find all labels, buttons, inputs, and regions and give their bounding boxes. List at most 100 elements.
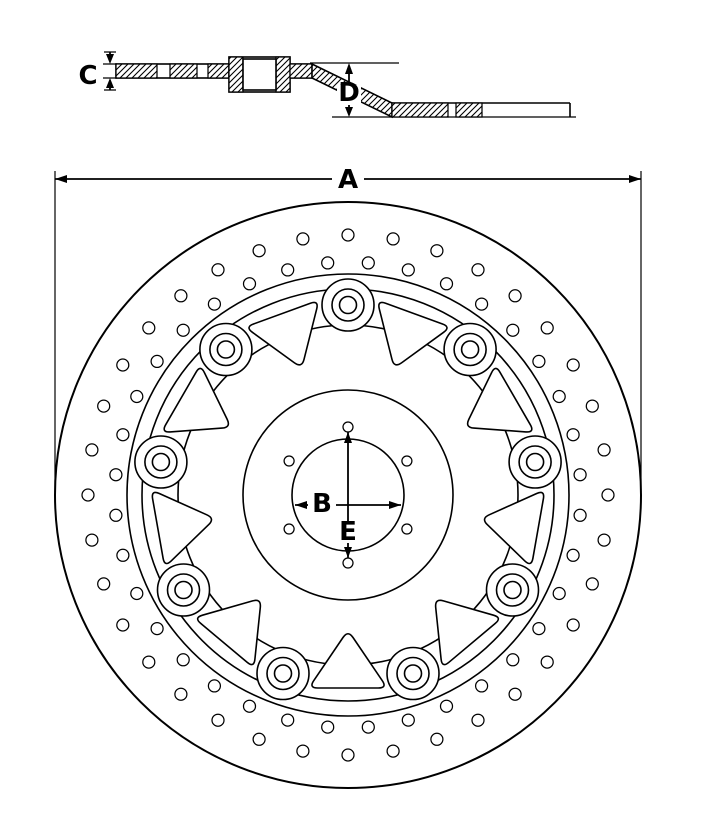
drill-hole [597,533,611,547]
drill-hole [601,488,615,502]
drill-hole [176,653,190,667]
drill-hole [540,655,554,669]
drill-hole [176,323,190,337]
section-hatch-segment [169,63,198,79]
drill-hole [361,720,375,734]
dim-c-extension-lines [103,63,117,79]
drill-hole [321,720,335,734]
dim-a-extension-lines [54,171,642,492]
drill-hole [439,699,454,713]
drill-hole [430,732,444,746]
dim-b-label-backdrop [308,491,336,516]
dim-a-arrowhead-left [55,175,67,183]
cross-section-view [115,56,576,119]
floating-button [266,656,300,691]
drill-hole [252,244,266,258]
floating-button-rivet [174,580,193,600]
drill-hole [573,468,587,482]
drill-hole [207,297,222,311]
hub-bolt-hole [401,455,413,467]
drill-hole [116,618,130,632]
floating-button [453,332,487,367]
drill-hole [585,577,599,591]
carrier-cutout [311,632,385,689]
floating-button [209,332,243,367]
drill-hole [81,488,95,502]
drill-hole [439,277,454,291]
drill-hole [401,713,415,727]
dim-label-e: E [339,517,357,547]
section-hatch-segment [207,63,230,79]
floating-button [331,288,365,322]
hub-bolt-hole [283,455,295,467]
drill-hole [506,323,520,337]
drill-hole [471,263,485,277]
dim-label-b: B [312,489,332,519]
dim-e-arrowhead-down [344,547,352,558]
floating-button [144,445,178,479]
section-hatch-segment [391,102,449,118]
dim-c-arrowhead-up [106,78,114,88]
floating-button-rivet [525,452,545,472]
drill-hole [508,687,522,701]
drill-hole [566,358,580,372]
drill-hole [116,428,130,442]
drill-hole [85,533,99,547]
drill-hole [281,263,295,277]
floating-button [166,573,201,607]
floating-button-rivet [273,664,293,683]
drill-hole [474,297,489,311]
carrier-cutout [248,301,318,366]
drill-hole [85,443,99,457]
drill-hole [211,263,225,277]
dim-e: E [337,432,360,558]
drill-hole [508,289,522,303]
dim-c: C [75,51,117,91]
dim-c-serifs [104,51,116,91]
dim-a-label-backdrop [332,167,364,191]
drill-hole [109,508,123,522]
dim-d: D [337,63,361,117]
drill-hole [506,653,520,667]
drill-hole [386,744,400,758]
carrier-cutout [378,301,448,366]
section-hatch-segment [289,63,313,79]
drill-hole [281,713,295,727]
drill-hole [211,713,225,727]
floating-button-rivet [460,340,480,359]
drill-hole [566,618,580,632]
drill-hole [341,228,355,242]
floating-button [495,573,530,607]
drill-hole [321,256,335,270]
drill-hole [116,358,130,372]
drill-hole [130,586,144,601]
carrier-cutout [163,367,230,433]
drill-hole [109,468,123,482]
hub-bolt-hole [342,421,354,433]
friction-band-inner-edge [126,273,570,717]
drill-hole [97,399,111,413]
drill-hole [142,321,156,335]
floating-button-rivet [403,664,423,683]
dim-label-d: D [338,78,360,108]
dim-d-arrowhead-down [345,107,353,117]
section-bobbin [242,58,277,91]
dim-e-label-backdrop [337,521,360,543]
floating-button-rivet [338,295,358,315]
drill-hole [97,577,111,591]
drill-hole [150,621,164,636]
drill-hole [566,428,580,442]
carrier-cutouts [151,301,545,689]
drill-hole [252,732,266,746]
dim-b: B [295,489,401,519]
drill-hole [540,321,554,335]
floating-button [396,656,430,691]
drill-hole [296,232,310,246]
drill-hole [552,586,566,601]
dim-d-arrowhead-up [345,63,353,74]
hub-bolt-holes [283,421,413,569]
dim-c-label-backdrop [75,63,101,86]
drill-hole [242,699,257,713]
dim-e-arrowhead-up [344,432,352,443]
